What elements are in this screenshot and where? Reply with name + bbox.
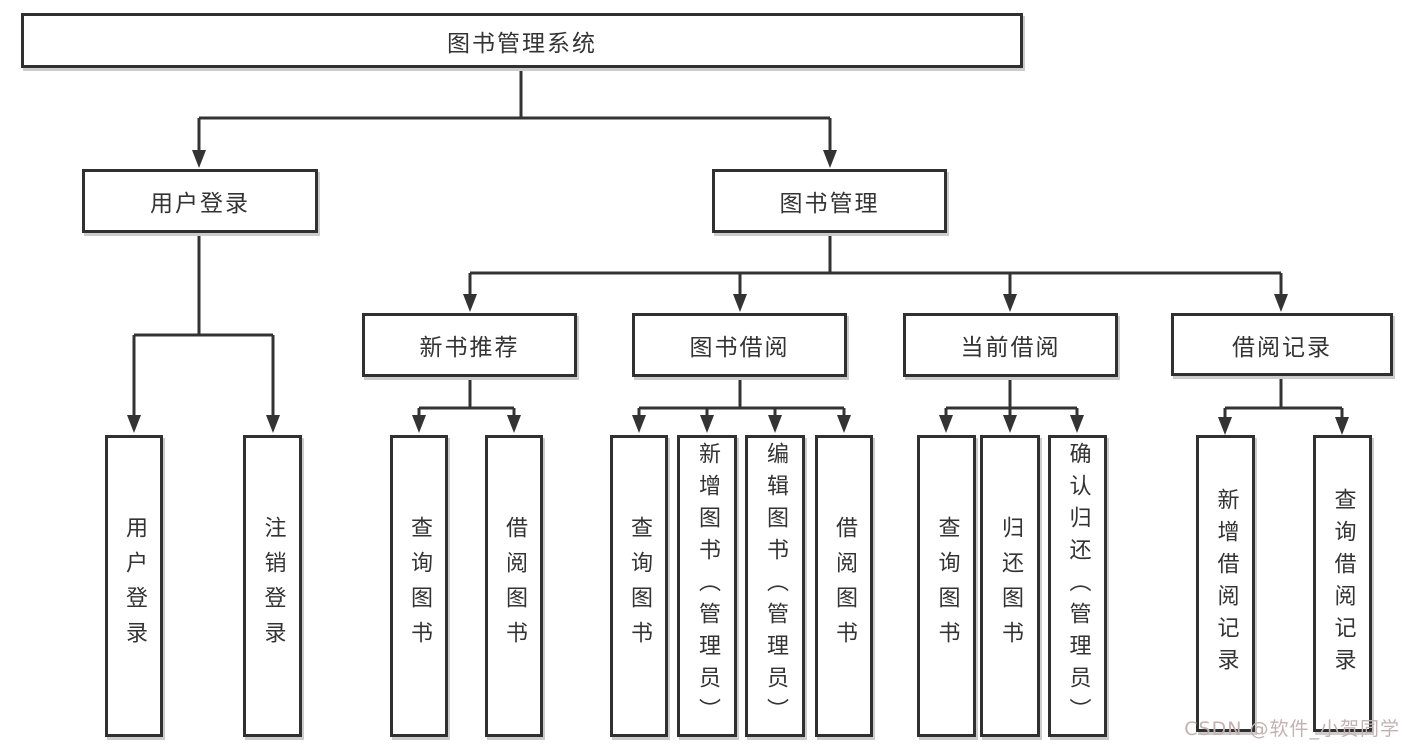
leaf-query-books-recommend: 查询图书 xyxy=(390,435,448,737)
leaf-borrow-books: 借阅图书 xyxy=(815,435,873,737)
leaf-return-books: 归还图书 xyxy=(980,435,1040,737)
node-library-management-system: 图书管理系统 xyxy=(21,13,1023,68)
leaf-query-borrow-record: 查询借阅记录 xyxy=(1313,435,1372,732)
leaf-add-borrow-record: 新增借阅记录 xyxy=(1196,435,1255,732)
node-book-management: 图书管理 xyxy=(712,169,947,233)
csdn-watermark: CSDN @软件_小贺同学 xyxy=(1184,718,1400,740)
leaf-confirm-return-admin: 确认归还（管理员） xyxy=(1048,435,1107,737)
leaf-add-books-admin: 新增图书（管理员） xyxy=(677,435,737,737)
leaf-query-books-borrow: 查询图书 xyxy=(610,435,668,737)
leaf-edit-books-admin: 编辑图书（管理员） xyxy=(745,435,805,737)
node-user-login: 用户登录 xyxy=(82,169,318,233)
node-new-book-recommendation: 新书推荐 xyxy=(362,313,577,377)
leaf-borrow-books-recommend: 借阅图书 xyxy=(485,435,543,737)
node-borrowing-records: 借阅记录 xyxy=(1171,313,1393,376)
leaf-user-login: 用户登录 xyxy=(105,435,163,737)
leaf-logout: 注销登录 xyxy=(243,435,302,737)
node-current-borrowing: 当前借阅 xyxy=(903,313,1118,377)
node-book-borrowing: 图书借阅 xyxy=(632,313,847,377)
leaf-query-books-current: 查询图书 xyxy=(917,435,976,737)
